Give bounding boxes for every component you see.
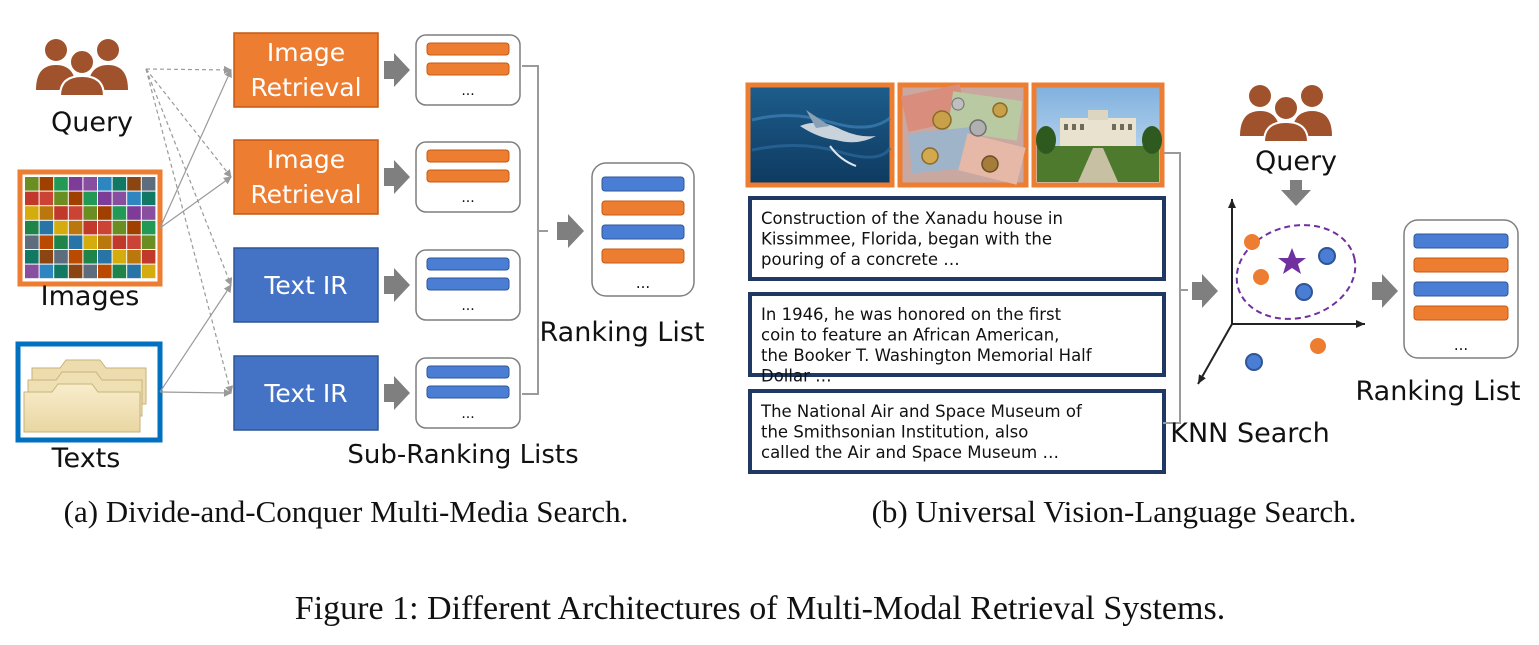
text-document: The National Air and Space Museum of the … xyxy=(748,389,1166,474)
document-text-line: The National Air and Space Museum of xyxy=(760,402,1083,421)
blue-result-bar xyxy=(426,257,510,271)
images-label: Images xyxy=(41,281,140,312)
people-icon xyxy=(1240,85,1332,143)
merge-bracket-b xyxy=(1163,152,1188,424)
blue-result-bar xyxy=(601,224,685,240)
knn-search-label: KNN Search xyxy=(1170,418,1329,449)
flow-arrow xyxy=(384,268,410,302)
text-document: In 1946, he was honored on the first coin… xyxy=(748,292,1166,386)
flow-arrow xyxy=(384,53,410,87)
query-label-b: Query xyxy=(1255,146,1337,177)
merge-arrow xyxy=(557,214,584,248)
module-label: Retrieval xyxy=(250,73,361,102)
module-label: Image xyxy=(267,38,345,67)
government-building-photo xyxy=(1031,82,1165,188)
panel-a: Query Images Texts ImageRetrieval...Imag… xyxy=(15,32,705,529)
blue-result-bar xyxy=(426,277,510,291)
document-text-line: the Booker T. Washington Memorial Half xyxy=(761,346,1093,365)
query-star-icon xyxy=(1278,248,1306,274)
document-text-line: called the Air and Space Museum … xyxy=(761,443,1059,462)
text-ir-module: Text IR... xyxy=(233,355,521,431)
text-ir-module: Text IR... xyxy=(233,247,521,323)
ellipsis: ... xyxy=(461,190,474,206)
orange-point xyxy=(1244,234,1260,250)
blue-result-bar xyxy=(426,385,510,399)
embedding-space xyxy=(1197,199,1365,385)
blue-point xyxy=(1318,247,1336,265)
merge-arrow-b xyxy=(1192,274,1218,308)
orange-result-bar xyxy=(426,169,510,183)
merge-bracket xyxy=(522,65,548,395)
people-icon xyxy=(36,39,128,97)
flow-arrow xyxy=(384,376,410,410)
query-label: Query xyxy=(51,107,133,138)
module-label: Retrieval xyxy=(250,180,361,209)
texts-label: Texts xyxy=(51,443,121,474)
ranking-list-b: ... xyxy=(1403,219,1519,359)
orange-result-bar xyxy=(426,149,510,163)
document-text-line: Dollar … xyxy=(761,367,832,386)
ellipsis: ... xyxy=(461,83,474,99)
blue-result-bar xyxy=(1413,281,1509,297)
connector-lines xyxy=(145,65,234,397)
sub-ranking-list: ... xyxy=(415,141,521,213)
ranking-list-label-b: Ranking List xyxy=(1356,376,1521,407)
blue-point xyxy=(1245,353,1263,371)
blue-result-bar xyxy=(426,365,510,379)
caption-b: (b) Universal Vision-Language Search. xyxy=(872,494,1357,529)
ellipsis: ... xyxy=(1454,336,1468,354)
folder-icon xyxy=(15,341,163,443)
orange-point xyxy=(1253,269,1269,285)
document-text-line: Construction of the Xanadu house in xyxy=(761,209,1063,228)
sub-ranking-list: ... xyxy=(415,357,521,429)
bird-over-water-photo xyxy=(745,82,895,188)
module-label: Text IR xyxy=(263,271,347,300)
sub-ranking-list: ... xyxy=(415,249,521,321)
image-retrieval-module: ImageRetrieval... xyxy=(233,32,521,108)
euro-money-photo xyxy=(897,82,1029,188)
ellipsis: ... xyxy=(636,274,650,292)
figure-caption: Figure 1: Different Architectures of Mul… xyxy=(295,590,1225,627)
query-down-arrow xyxy=(1281,180,1311,206)
sub-ranking-lists-label: Sub-Ranking Lists xyxy=(347,440,578,470)
sub-ranking-list: ... xyxy=(415,34,521,106)
orange-result-bar xyxy=(426,62,510,76)
ellipsis: ... xyxy=(461,406,474,422)
ranking-list-label: Ranking List xyxy=(540,317,705,348)
document-text-line: coin to feature an African American, xyxy=(761,326,1059,345)
text-document: Construction of the Xanadu house in Kissi… xyxy=(748,196,1166,281)
ranking-list-a: ... xyxy=(591,162,695,297)
document-text-line: In 1946, he was honored on the first xyxy=(761,305,1062,324)
blue-point xyxy=(1295,283,1313,301)
document-text-line: the Smithsonian Institution, also xyxy=(761,423,1028,442)
panel-b: Construction of the Xanadu house in Kissi… xyxy=(745,82,1521,529)
orange-result-bar xyxy=(426,42,510,56)
orange-result-bar xyxy=(1413,305,1509,321)
result-arrow xyxy=(1372,274,1398,308)
flow-arrow xyxy=(384,160,410,194)
orange-result-bar xyxy=(1413,257,1509,273)
orange-result-bar xyxy=(601,248,685,264)
orange-result-bar xyxy=(601,200,685,216)
blue-result-bar xyxy=(1413,233,1509,249)
knn-neighborhood xyxy=(1235,224,1357,320)
image-collection-icon xyxy=(17,169,163,287)
ellipsis: ... xyxy=(461,298,474,314)
orange-point xyxy=(1310,338,1326,354)
blue-result-bar xyxy=(601,176,685,192)
image-retrieval-module: ImageRetrieval... xyxy=(233,139,521,215)
document-text-line: Kissimmee, Florida, began with the xyxy=(761,230,1052,249)
module-label: Text IR xyxy=(263,379,347,408)
caption-a: (a) Divide-and-Conquer Multi-Media Searc… xyxy=(64,494,629,529)
document-text-line: pouring of a concrete … xyxy=(761,250,960,269)
module-label: Image xyxy=(267,145,345,174)
